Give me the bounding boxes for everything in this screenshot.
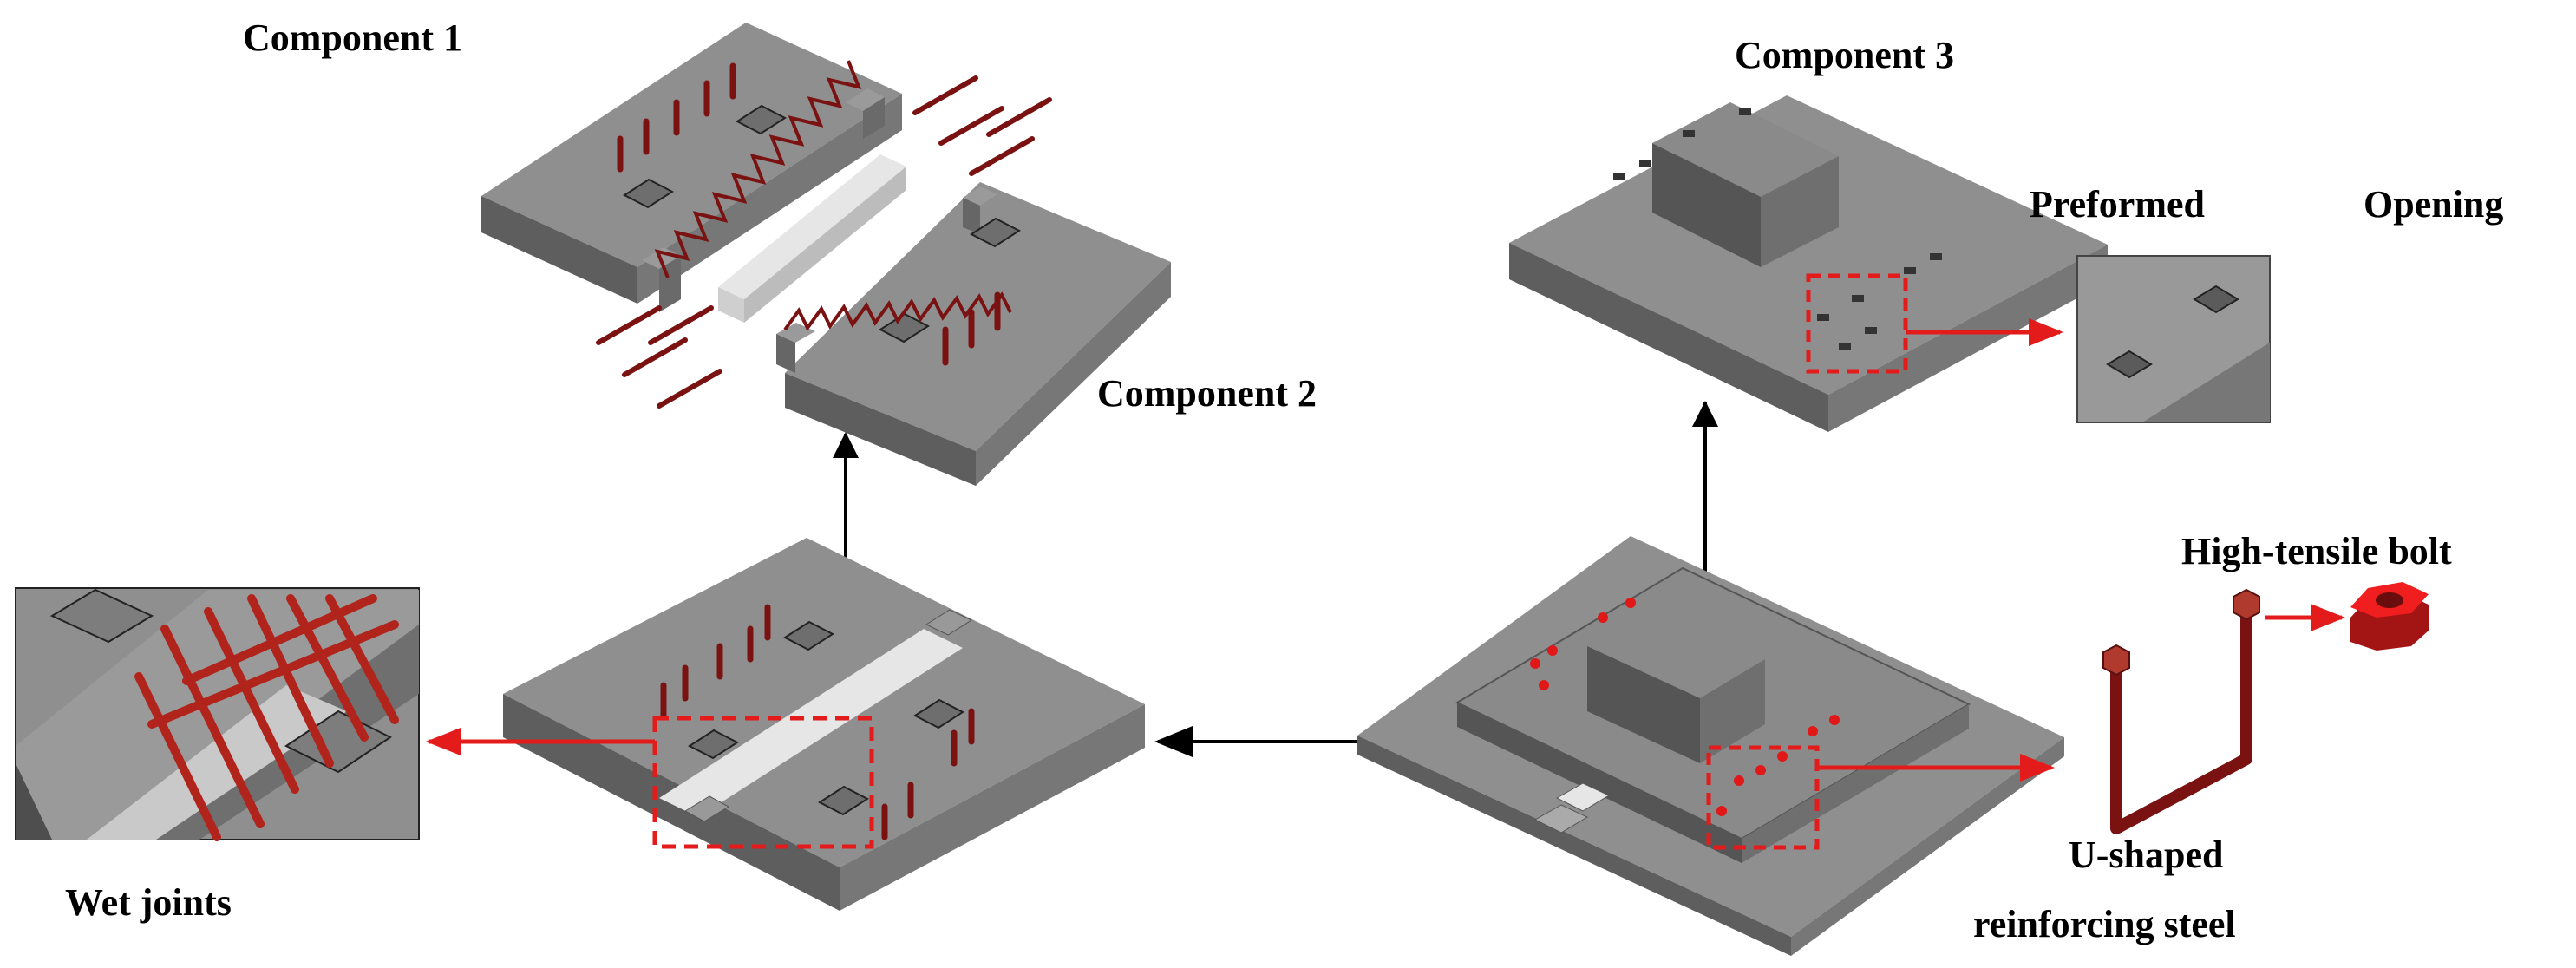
label-wet-joints: Wet joints [65,881,232,924]
callout-box-opening [1806,273,1908,374]
rebar-studs-assembled [660,604,975,840]
label-component-2: Component 2 [1097,372,1317,415]
callout-box-wet-joint [652,716,874,849]
wet-joints-zoom [15,587,420,841]
u-shaped-rebar [2110,601,2252,834]
wet-joint-grout-bar [718,154,906,323]
callout-box-u-rebar [1706,745,1820,850]
label-preformed: Preformed [2030,183,2205,226]
label-component-1: Component 1 [243,16,462,59]
preformed-opening-zoom [2076,255,2271,423]
label-component-3: Component 3 [1735,34,1954,76]
component-2-slab [776,182,1171,486]
rebar-studs-comp1 [617,62,736,173]
assembled-with-component-3 [1357,536,2064,956]
label-high-tensile-bolt: High-tensile bolt [2181,530,2452,572]
assembled-slab [503,538,1145,911]
high-tensile-bolt-icon [2350,582,2429,651]
spiral-rebar-comp2 [783,291,1012,331]
label-u-shaped: U-shaped [2069,834,2224,876]
spiral-rebar-comp1 [654,60,862,278]
component-3-slab [1509,95,2108,432]
component-1-slab [481,23,902,312]
label-reinforcing-steel: reinforcing steel [1973,903,2236,945]
bolt-heads [2102,588,2260,677]
loose-rebar-bars [596,75,1052,409]
label-opening: Opening [2364,183,2503,226]
